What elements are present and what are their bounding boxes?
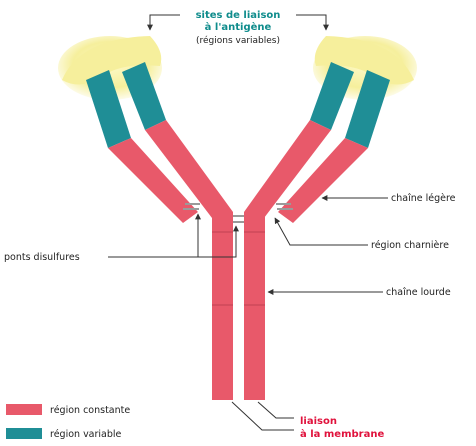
legend-swatch-constant: [6, 404, 42, 415]
title-line-1: sites de liaison: [196, 10, 281, 21]
label-membrane-line-1: liaison: [300, 416, 337, 427]
label-hinge-region: région charnière: [371, 240, 449, 251]
label-heavy-chain: chaîne lourde: [386, 287, 451, 298]
leader-hinge-region: [275, 218, 368, 245]
title-sub: (régions variables): [196, 35, 280, 46]
legend: région constante région variable: [6, 404, 130, 440]
disulfide-bridges: [183, 204, 293, 222]
legend-label-constant: région constante: [50, 405, 130, 416]
legend-label-variable: région variable: [50, 429, 122, 440]
label-light-chain: chaîne légère: [391, 193, 456, 204]
title-line-2: à l'antigène: [205, 21, 272, 33]
stem-right-heavy: [244, 212, 265, 400]
label-membrane-line-2: à la membrane: [300, 428, 384, 440]
label-disulfide-bridges: ponts disulfures: [4, 252, 80, 263]
stem-left-heavy: [212, 212, 233, 400]
legend-swatch-variable: [6, 428, 42, 439]
membrane-leaders: [232, 402, 294, 430]
